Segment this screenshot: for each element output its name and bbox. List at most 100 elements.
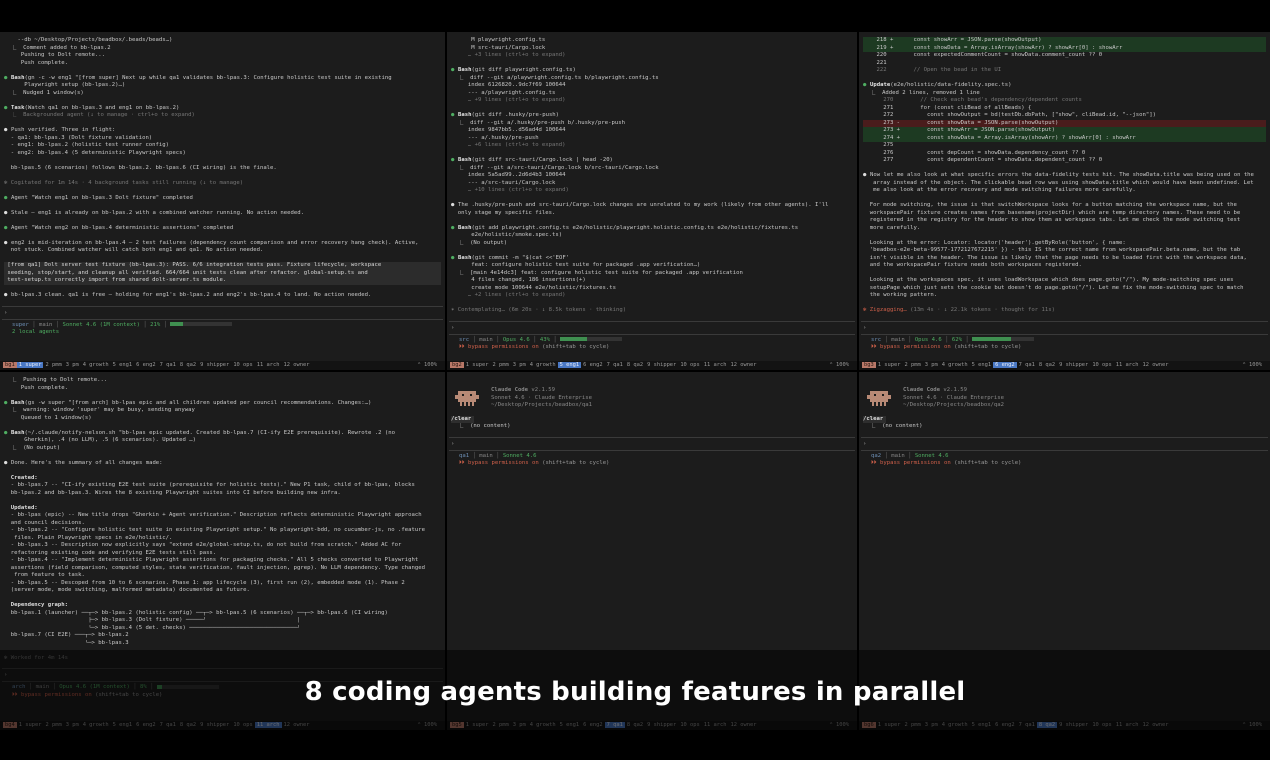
tmux-window-tab[interactable]: 2 pmm bbox=[492, 362, 509, 368]
tmux-window-tab[interactable]: 8 qa2 bbox=[626, 362, 644, 368]
tmux-window-tab[interactable]: 1 super bbox=[16, 362, 44, 368]
tmux-window-tab[interactable]: 11 arch bbox=[703, 722, 727, 728]
tmux-window-tab[interactable]: 10 ops bbox=[1092, 362, 1112, 368]
tmux-window-tab[interactable]: 12 owner bbox=[730, 362, 757, 368]
tmux-window-tab[interactable]: 9 shipper bbox=[647, 722, 677, 728]
tmux-window-tab[interactable]: 7 qa1 bbox=[159, 362, 176, 368]
line-text: - qa1: bb-lpas.3 (Dolt fixture validatio… bbox=[4, 134, 153, 141]
tmux-window-tab[interactable]: 1 super bbox=[877, 722, 901, 728]
tmux-window-tab[interactable]: 2 pmm bbox=[492, 722, 509, 728]
tmux-window-tab[interactable]: 10 ops bbox=[680, 362, 700, 368]
tmux-session-label[interactable]: bg3 bbox=[862, 362, 876, 368]
tmux-window-tab[interactable]: 6 eng2 bbox=[136, 362, 156, 368]
pane-output: ⎿ Pushing to Dolt remote... Push complet… bbox=[0, 372, 445, 662]
tmux-window-tab[interactable]: 2 pmm bbox=[45, 362, 62, 368]
tmux-window-tab[interactable]: 6 eng2 bbox=[583, 362, 603, 368]
tmux-window-tab[interactable]: 12 owner bbox=[730, 722, 757, 728]
tmux-window-tab[interactable]: 12 owner bbox=[1142, 362, 1169, 368]
line-text: - eng1: bb-lpas.2 (holistic test runner … bbox=[4, 142, 170, 148]
tmux-window-tab[interactable]: 7 qa1 bbox=[1018, 722, 1035, 728]
tmux-window-tab[interactable]: 11 arch bbox=[1115, 722, 1139, 728]
tmux-window-tab[interactable]: 4 growth bbox=[82, 362, 109, 368]
tmux-window-tab[interactable]: 7 qa1 bbox=[1018, 362, 1035, 368]
tmux-window-tab[interactable]: 1 super bbox=[465, 722, 489, 728]
tmux-window-tab[interactable]: 5 eng1 bbox=[557, 362, 582, 368]
tmux-window-tab[interactable]: 3 pm bbox=[924, 362, 938, 368]
prompt-input[interactable]: › bbox=[451, 324, 455, 331]
tmux-window-tab[interactable]: 1 super bbox=[465, 362, 489, 368]
tmux-window-tab[interactable]: 9 shipper bbox=[647, 362, 677, 368]
tmux-session-label[interactable]: bg4 bbox=[3, 722, 17, 728]
tmux-window-tab[interactable]: 8 qa2 bbox=[179, 722, 197, 728]
tmux-window-tab[interactable]: 2 pmm bbox=[45, 722, 62, 728]
tmux-window-tab[interactable]: 11 arch bbox=[1115, 362, 1139, 368]
tmux-window-tab[interactable]: 9 shipper bbox=[1059, 722, 1089, 728]
tmux-window-tab[interactable]: 9 shipper bbox=[200, 722, 230, 728]
prompt-input[interactable]: › bbox=[863, 324, 867, 331]
tmux-window-tab[interactable]: 11 arch bbox=[256, 362, 280, 368]
tmux-session-label[interactable]: bg2 bbox=[450, 362, 464, 368]
tmux-window-tab[interactable]: 8 qa2 bbox=[1038, 362, 1056, 368]
tmux-window-tab[interactable]: 10 ops bbox=[680, 722, 700, 728]
tmux-window-tab[interactable]: 6 eng2 bbox=[993, 362, 1017, 368]
tmux-window-tab[interactable]: 3 pm bbox=[65, 362, 79, 368]
tmux-window-tab[interactable]: 6 eng2 bbox=[136, 722, 156, 728]
tmux-session-label[interactable]: bg6 bbox=[862, 722, 876, 728]
output-line bbox=[4, 232, 441, 240]
prompt-input[interactable]: › bbox=[863, 440, 867, 447]
status-bullet-icon: ● bbox=[863, 172, 867, 178]
tmux-window-tab[interactable]: 4 growth bbox=[82, 722, 109, 728]
tmux-window-tab[interactable]: 5 eng1 bbox=[559, 722, 580, 728]
tmux-window-tab[interactable]: 12 owner bbox=[283, 362, 310, 368]
tmux-window-tab[interactable]: 9 shipper bbox=[200, 362, 230, 368]
tmux-window-tab[interactable]: 12 owner bbox=[1142, 722, 1169, 728]
tmux-window-tab[interactable]: 3 pm bbox=[512, 362, 526, 368]
tmux-window-tab[interactable]: 10 ops bbox=[1092, 722, 1112, 728]
tmux-window-tab[interactable]: 5 eng1 bbox=[112, 722, 133, 728]
tmux-window-tab[interactable]: 2 pmm bbox=[904, 362, 921, 368]
tmux-window-tab[interactable]: 1 super bbox=[18, 722, 42, 728]
terminal-pane-eng2[interactable]: 218 + const showArr = JSON.parse(showOut… bbox=[859, 32, 1270, 370]
tmux-window-tab[interactable]: 4 growth bbox=[529, 722, 556, 728]
tmux-window-tab[interactable]: 3 pm bbox=[512, 722, 526, 728]
prompt-input[interactable]: › bbox=[4, 672, 8, 678]
tmux-window-tab[interactable]: 2 pmm bbox=[904, 722, 921, 728]
tmux-window-tab[interactable]: 7 qa1 bbox=[606, 362, 623, 368]
tmux-window-tab[interactable]: 4 growth bbox=[941, 722, 968, 728]
line-text: Push complete. bbox=[4, 384, 68, 391]
tmux-window-tab[interactable]: 6 eng2 bbox=[995, 722, 1015, 728]
output-line bbox=[863, 232, 1266, 240]
tmux-window-tab[interactable]: 3 pm bbox=[924, 722, 938, 728]
tmux-window-tab[interactable]: 8 qa2 bbox=[1036, 722, 1058, 728]
output-line: the working pattern. bbox=[863, 292, 1266, 300]
terminal-pane-eng1[interactable]: M playwright.config.ts M src-tauri/Cargo… bbox=[447, 32, 857, 370]
tmux-window-tab[interactable]: 3 pm bbox=[65, 722, 79, 728]
tmux-session-label[interactable]: bg5 bbox=[450, 722, 464, 728]
tmux-window-tab[interactable]: 5 eng1 bbox=[112, 362, 133, 368]
tmux-window-tab[interactable]: 4 growth bbox=[941, 362, 968, 368]
tmux-window-tab[interactable]: 9 shipper bbox=[1059, 362, 1089, 368]
prompt-input[interactable]: › bbox=[451, 440, 455, 447]
tmux-window-tab[interactable]: 7 qa1 bbox=[159, 722, 176, 728]
terminal-pane-super[interactable]: --db ~/Desktop/Projects/beadbox/.beads/b… bbox=[0, 32, 445, 370]
tmux-window-tab[interactable]: 5 eng1 bbox=[971, 722, 992, 728]
tmux-window-tab[interactable]: 11 arch bbox=[254, 722, 282, 728]
tmux-window-tab[interactable]: 12 owner bbox=[283, 722, 310, 728]
tmux-window-tab[interactable]: 6 eng2 bbox=[583, 722, 603, 728]
tmux-window-tab[interactable]: 11 arch bbox=[703, 362, 727, 368]
tmux-window-tab[interactable]: 5 eng1 bbox=[971, 362, 992, 368]
tmux-window-tab[interactable]: 10 ops bbox=[233, 722, 253, 728]
prompt-input[interactable]: › bbox=[4, 309, 8, 316]
tmux-window-tab[interactable]: 1 super bbox=[877, 362, 901, 368]
status-bullet-icon: ● bbox=[4, 104, 8, 111]
terminal-pane-arch[interactable]: ⎿ Pushing to Dolt remote... Push complet… bbox=[0, 372, 445, 730]
tmux-session-label[interactable]: bg1 bbox=[3, 362, 17, 368]
tmux-window-tab[interactable]: 10 ops bbox=[233, 362, 253, 368]
tmux-window-tab[interactable]: 8 qa2 bbox=[626, 722, 644, 728]
tmux-window-tab[interactable]: 7 qa1 bbox=[604, 722, 625, 728]
tmux-window-tab[interactable]: 4 growth bbox=[529, 362, 556, 368]
tmux-window-tab[interactable]: 8 qa2 bbox=[179, 362, 197, 368]
output-line: Push complete. bbox=[4, 60, 441, 68]
